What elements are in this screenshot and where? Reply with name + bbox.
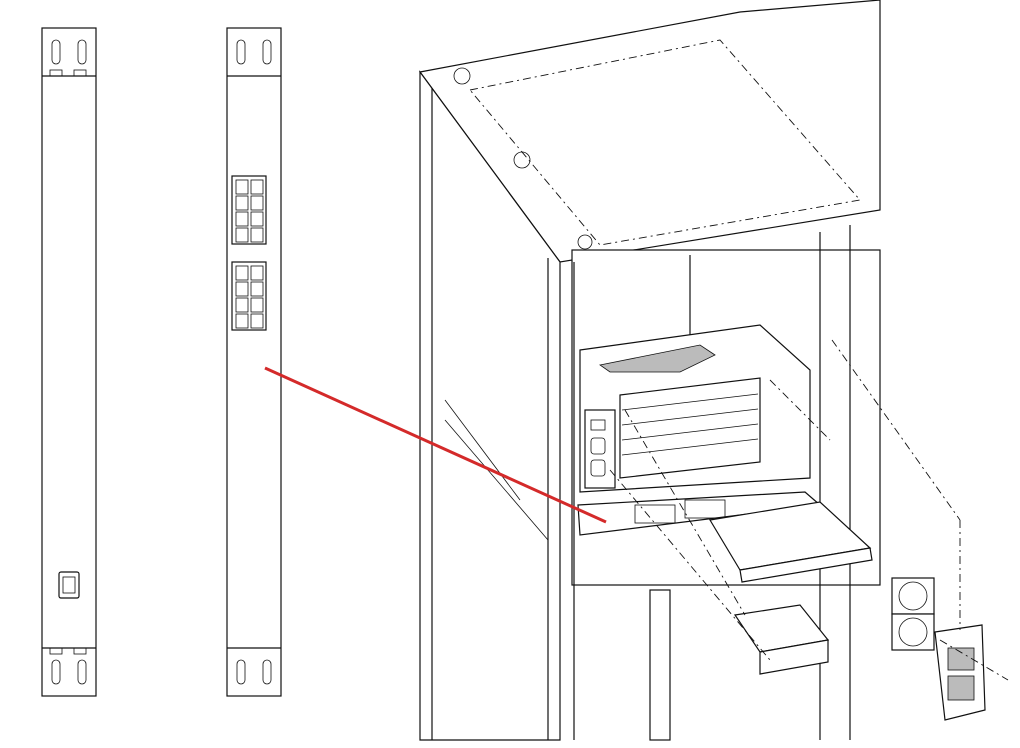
guide-lines bbox=[609, 339, 1009, 681]
callout-line bbox=[264, 366, 607, 524]
fan-tray bbox=[891, 577, 935, 651]
outlet-bank-upper bbox=[231, 175, 267, 245]
pdu-front-view bbox=[226, 27, 282, 697]
line-card bbox=[709, 501, 873, 583]
power-inlet-icon bbox=[58, 571, 80, 599]
outlet-bank-lower bbox=[231, 261, 267, 331]
fan-filter-cover bbox=[934, 624, 986, 721]
chassis bbox=[579, 324, 811, 493]
power-module bbox=[733, 604, 830, 675]
pdu-rear-view bbox=[41, 27, 97, 697]
